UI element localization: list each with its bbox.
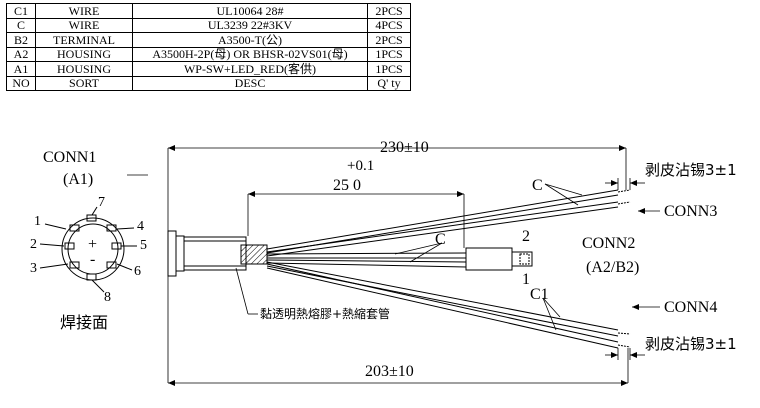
leader-lines (127, 174, 660, 331)
connector-a1-body (167, 230, 268, 277)
dim-230-label: 230±10 (380, 139, 429, 156)
conn3-label: CONN3 (664, 203, 718, 220)
wire-c-top-label: C (532, 177, 543, 194)
pin-4-pad (106, 224, 117, 232)
conn2-pin1-label: 1 (522, 271, 530, 288)
dim-203-label: 203±10 (365, 363, 414, 380)
solder-face-view (39, 206, 137, 293)
pin-6-label: 6 (134, 264, 141, 279)
wire-c-mid-label: C (435, 231, 446, 248)
heat-shrink-note: 黏透明熱熔膠+熱縮套管 (260, 307, 391, 321)
dim-250-label: 25 0 (333, 177, 361, 194)
strip-bottom-label: 剥皮沾锡3±1 (645, 335, 737, 353)
pin-5-pad (111, 242, 122, 250)
pin-7-label: 7 (98, 195, 105, 210)
bom-cell-qty: Q' ty (367, 75, 411, 91)
conn2-label: CONN2 (582, 235, 636, 252)
pin-7-pad (86, 214, 97, 222)
pin-3-pad (69, 261, 80, 269)
conn2-sub-label: (A2/B2) (586, 259, 640, 276)
conn1-sub-label: (A1) (63, 171, 94, 188)
pin-5-label: 5 (140, 238, 147, 253)
solder-face-label: 焊接面 (60, 313, 109, 332)
strip-top-label: 剥皮沾锡3±1 (645, 161, 737, 179)
wire-c1-label: C1 (530, 286, 549, 303)
wire-bundle (266, 189, 631, 349)
pin-4-label: 4 (137, 219, 144, 234)
conn4-label: CONN4 (664, 299, 718, 316)
pin-8-pad (86, 273, 97, 281)
pin-1-label: 1 (34, 214, 41, 229)
pin-8-label: 8 (104, 290, 111, 305)
negative-mark: - (90, 251, 96, 268)
pin-1-pad (69, 224, 80, 232)
pin-6-pad (106, 261, 117, 269)
tolerance-label: +0.1 (347, 158, 375, 174)
positive-mark: + (88, 236, 98, 253)
pin-2-label: 2 (30, 237, 37, 252)
connector-a2-housing (465, 247, 533, 271)
conn2-pin2-label: 2 (522, 228, 530, 245)
dimension-lines (167, 145, 645, 386)
pin-2-pad (64, 242, 75, 250)
bom-cell-sort: SORT (35, 75, 133, 91)
pin-3-label: 3 (30, 261, 37, 276)
conn1-label: CONN1 (43, 149, 97, 166)
bom-cell-desc: DESC (132, 75, 368, 91)
